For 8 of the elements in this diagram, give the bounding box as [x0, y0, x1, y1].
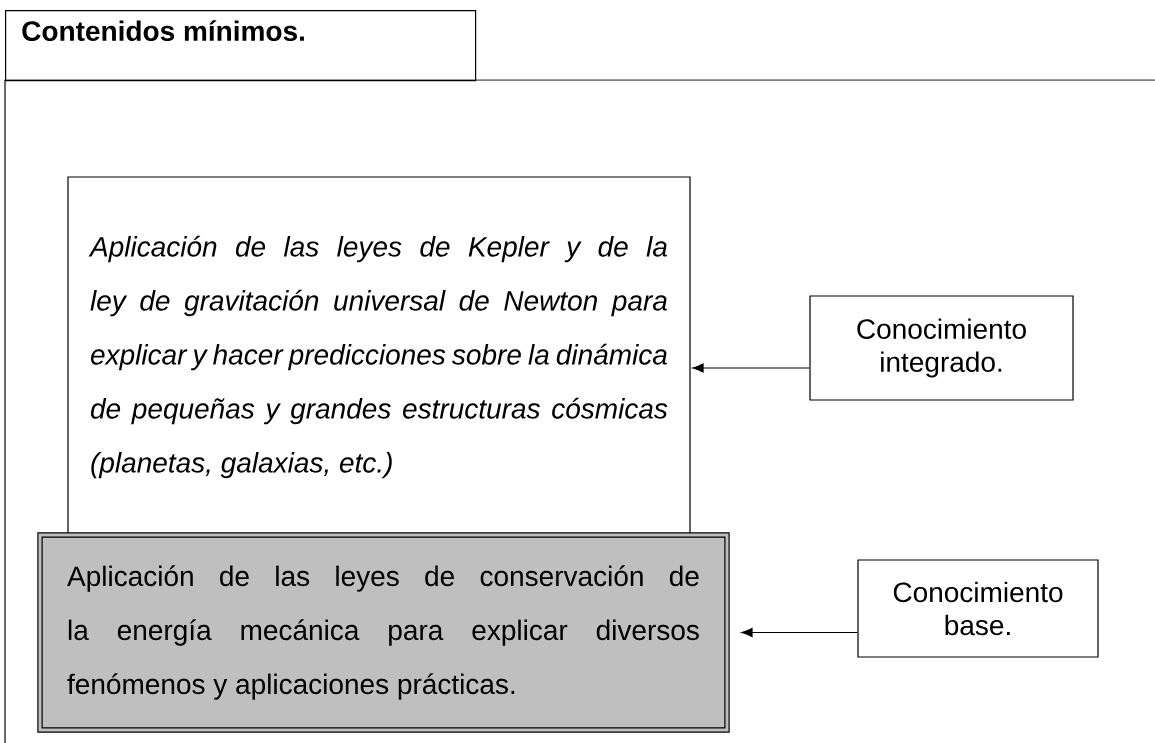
table-cell [4, 79, 1155, 743]
arrow [692, 363, 810, 373]
text-box: Aplicación de las leyes de conservación de la energía mecánica para explicar diversos fenómenos y aplicaciones prácticas. [37, 532, 730, 733]
header-cell: Contenidos mínimos. [5, 10, 477, 82]
label-box: Conocimiento integrado. [809, 295, 1074, 401]
arrow [741, 627, 858, 638]
label-box: Conocimiento base. [857, 559, 1099, 658]
text-box: Aplicación de las leyes de Kepler y de la ley de gravitación universal de Newton para explicar y hacer predicciones sobre la dinámica de pequeñas y grandes estructuras cósmicas (planetas, galaxias, etc.) [67, 176, 691, 538]
